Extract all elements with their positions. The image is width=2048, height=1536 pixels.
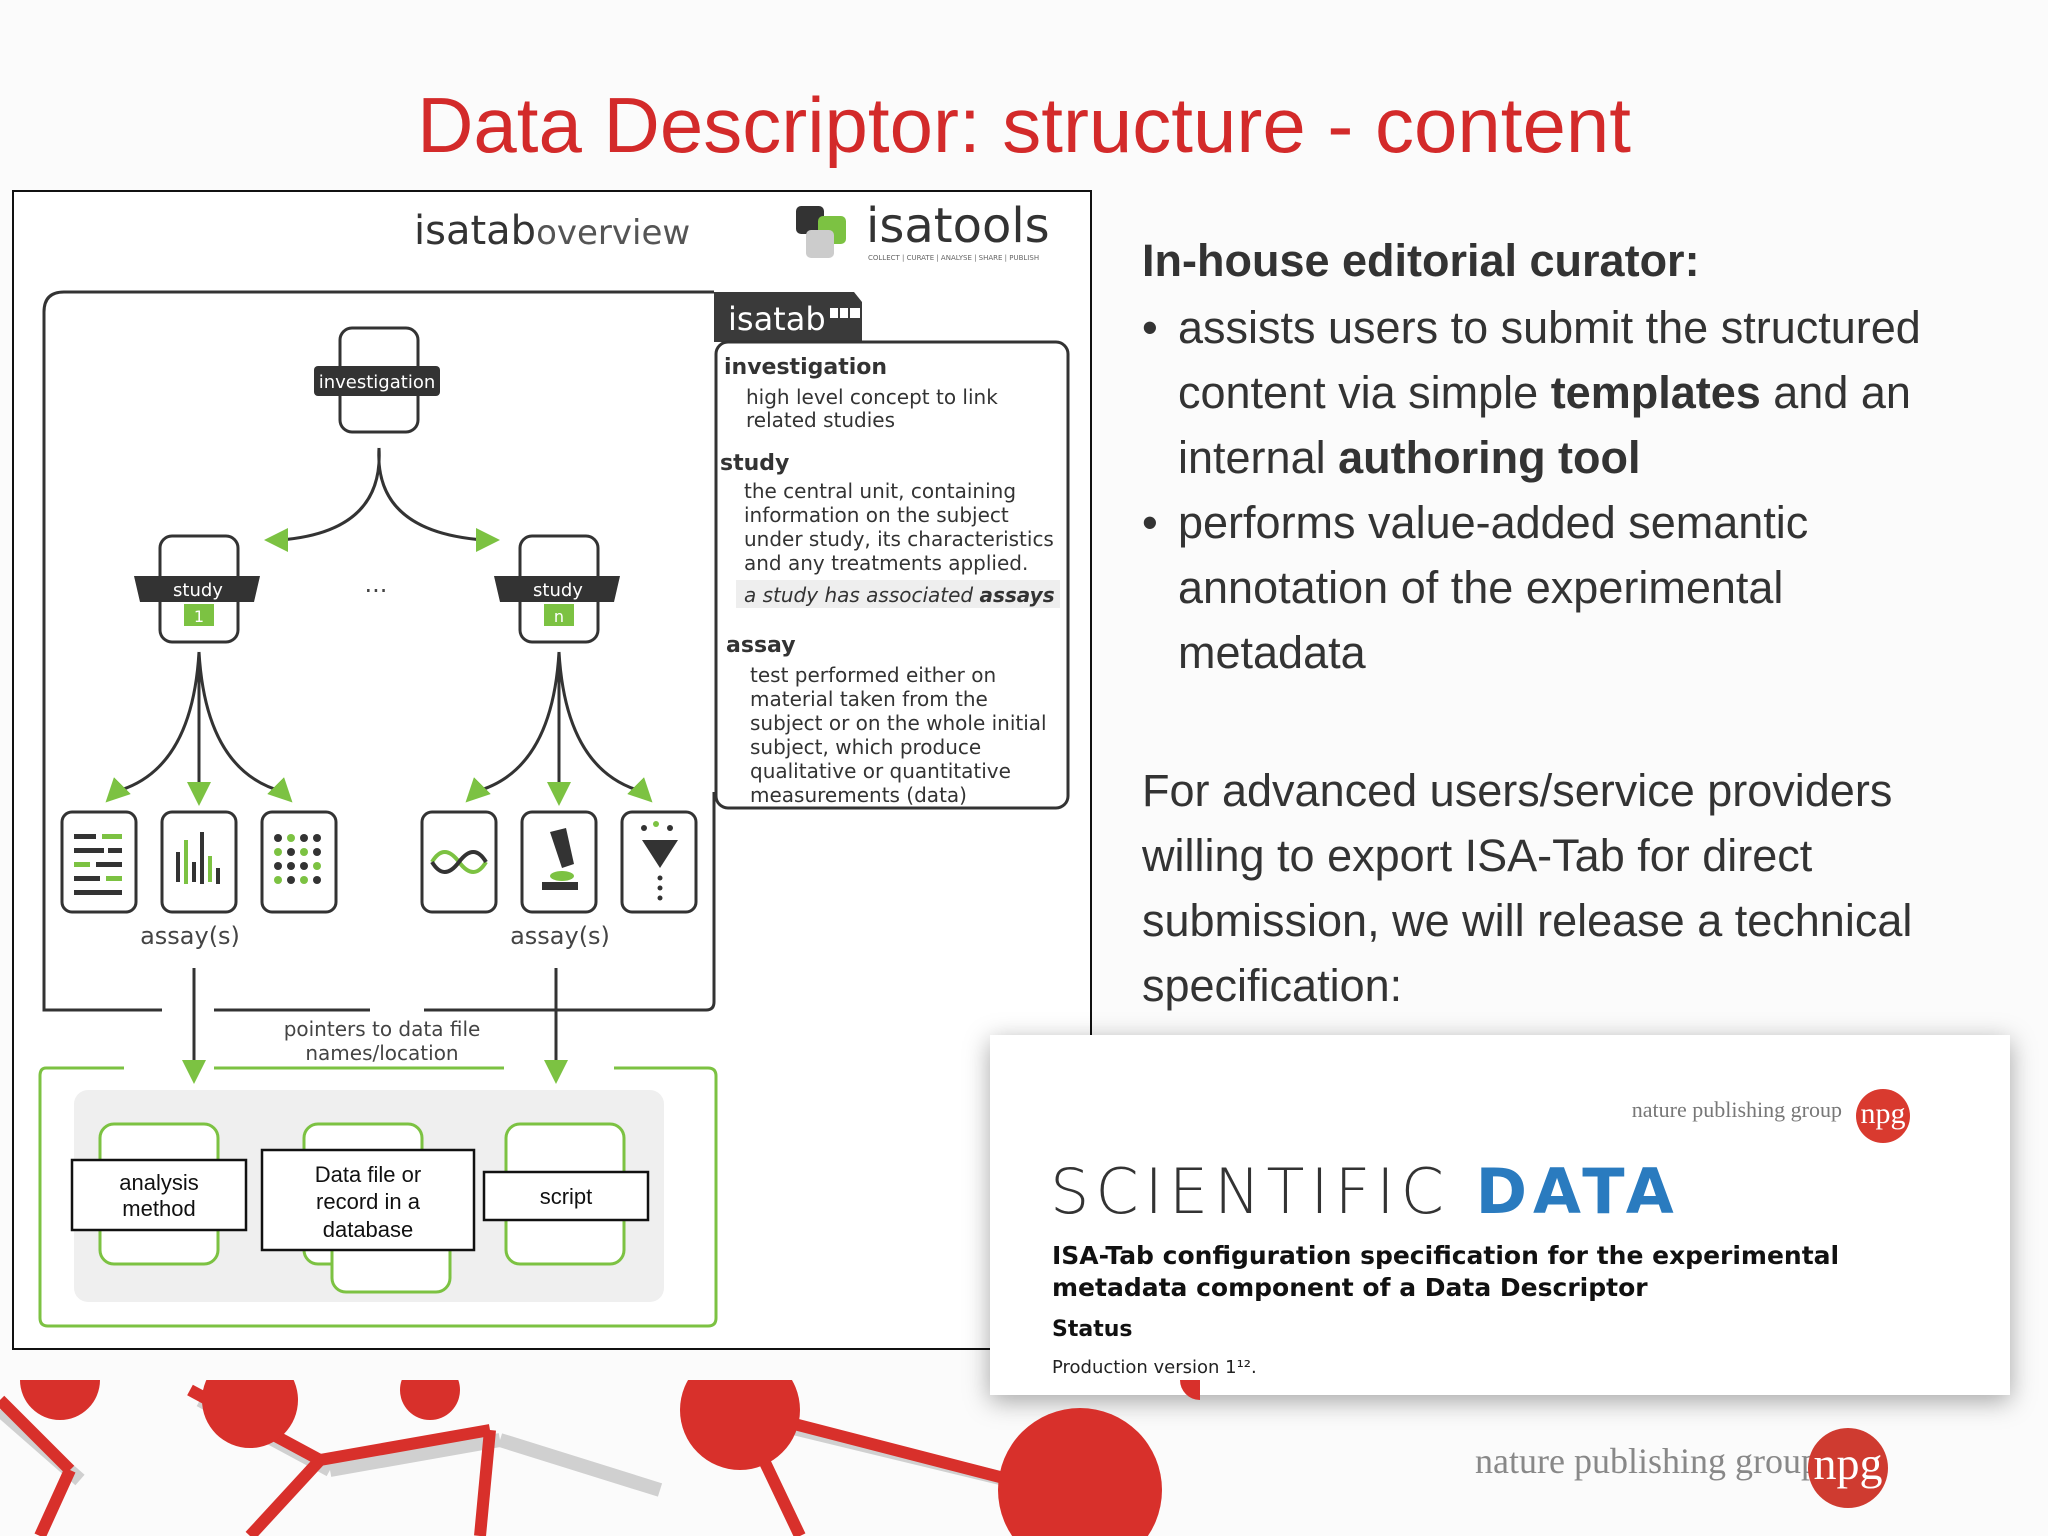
study-1-label: study — [173, 580, 223, 601]
script-box: script — [482, 1170, 650, 1222]
legend-text: investigation high level concept to link… — [720, 355, 1060, 807]
analysis-method-line1: analysis — [119, 1170, 198, 1195]
isatab-main-frame — [42, 290, 716, 1012]
legend-assay-title: assay — [726, 633, 796, 658]
study-ellipsis: ... — [365, 570, 388, 598]
assay-table-icon — [60, 810, 138, 914]
pointers-label-line2: names/location — [305, 1041, 458, 1065]
legend-study-title: study — [720, 451, 789, 476]
isatools-logo-icon — [796, 206, 846, 258]
bullet-dot: • — [1142, 497, 1158, 548]
bullet-dot: • — [1142, 302, 1158, 353]
assays-left-label: assay(s) — [140, 922, 240, 950]
bullet-1-line3: internal authoring tool — [1178, 432, 1641, 483]
study-1-node: study 1 — [134, 534, 260, 644]
data-file-line1: Data file or — [315, 1162, 421, 1187]
script-label: script — [540, 1184, 593, 1209]
study-1-number: 1 — [194, 607, 204, 626]
isatab-overview-diagram: isataboverview isatools COLLECT | CURATE… — [38, 198, 1070, 1328]
legend-investigation-line: related studies — [746, 408, 895, 432]
assays-right-label: assay(s) — [510, 922, 610, 950]
curator-heading: In-house editorial curator: — [1142, 235, 1700, 286]
spec-status-label: Status — [1052, 1317, 1133, 1342]
data-file-line3: database — [323, 1217, 414, 1242]
data-files-area — [38, 1066, 718, 1328]
legend-investigation-line: high level concept to link — [746, 385, 998, 409]
data-file-line2: record in a — [316, 1189, 421, 1214]
investigation-node: investigation — [314, 326, 440, 434]
spec-document-card: nature publishing group npg SCIENTIFIC D… — [990, 1035, 2010, 1395]
bullet-2-line1: performs value-added semantic — [1178, 497, 1809, 548]
study-n-label: study — [533, 580, 583, 601]
legend-assay-line: material taken from the — [750, 687, 988, 711]
isatab-overview-logo: isataboverview — [414, 208, 690, 254]
molecule-decoration — [0, 1380, 1200, 1536]
legend-assay-line: subject, which produce — [750, 735, 981, 759]
investigation-label: investigation — [319, 372, 436, 393]
spec-npg-logo: npg — [1856, 1089, 1910, 1143]
legend-assay-line: qualitative or quantitative — [750, 759, 1011, 783]
analysis-method-box: analysis method — [70, 1158, 248, 1232]
legend-assay-line: subject or on the whole initial — [750, 711, 1047, 735]
assay-spectrum-icon — [160, 810, 238, 914]
assay-microscope-icon — [520, 810, 598, 914]
footer-npg-text: nature publishing group — [1475, 1441, 1819, 1481]
legend-study-note: a study has associated assays — [744, 583, 1055, 607]
isatab-tab — [714, 292, 862, 342]
bullet-1-line2: content via simple templates and an — [1178, 367, 1911, 418]
templates-emphasis: templates — [1550, 367, 1761, 418]
pointers-label-line1: pointers to data file — [284, 1017, 481, 1041]
data-file-box: Data file or record in a database — [260, 1148, 476, 1252]
scientific-data-logo: SCIENTIFIC DATA — [1050, 1155, 1680, 1228]
isatools-tagline: COLLECT | CURATE | ANALYSE | SHARE | PUB… — [868, 254, 1039, 262]
legend-study-line: the central unit, containing — [744, 479, 1016, 503]
bullet-2-line3: metadata — [1178, 627, 1366, 678]
isatools-logo: isatools — [866, 198, 1050, 254]
legend-study-line: information on the subject — [744, 503, 1009, 527]
assay-microarray-icon — [260, 810, 338, 914]
assay-filter-icon — [620, 810, 698, 914]
advanced-users-paragraph: For advanced users/service providers wil… — [1142, 765, 1913, 1011]
footer-npg-logo: npg — [1808, 1428, 1888, 1508]
assay-sequence-icon — [420, 810, 498, 914]
legend-assay-line: test performed either on — [750, 663, 996, 687]
study-n-number: n — [554, 607, 564, 626]
legend-study-line: under study, its characteristics — [744, 527, 1054, 551]
spec-heading: ISA-Tab configuration specification for … — [1052, 1241, 1840, 1302]
study-n-node: study n — [494, 534, 620, 644]
analysis-method-line2: method — [122, 1196, 195, 1221]
legend-study-line: and any treatments applied. — [744, 551, 1028, 575]
legend-assay-line: measurements (data) — [750, 783, 967, 807]
spec-npg-text: nature publishing group — [1631, 1097, 1842, 1122]
bullet-2-line2: annotation of the experimental — [1178, 562, 1784, 613]
isatab-legend-box — [714, 340, 1070, 810]
bullet-1-line1: assists users to submit the structured — [1178, 302, 1921, 353]
slide-title: Data Descriptor: structure - content — [417, 81, 1631, 169]
isatab-tab-label: isatab — [728, 300, 826, 338]
spec-version: Production version 1¹². — [1052, 1357, 1257, 1378]
authoring-tool-emphasis: authoring tool — [1338, 432, 1641, 483]
legend-investigation-title: investigation — [724, 355, 887, 380]
